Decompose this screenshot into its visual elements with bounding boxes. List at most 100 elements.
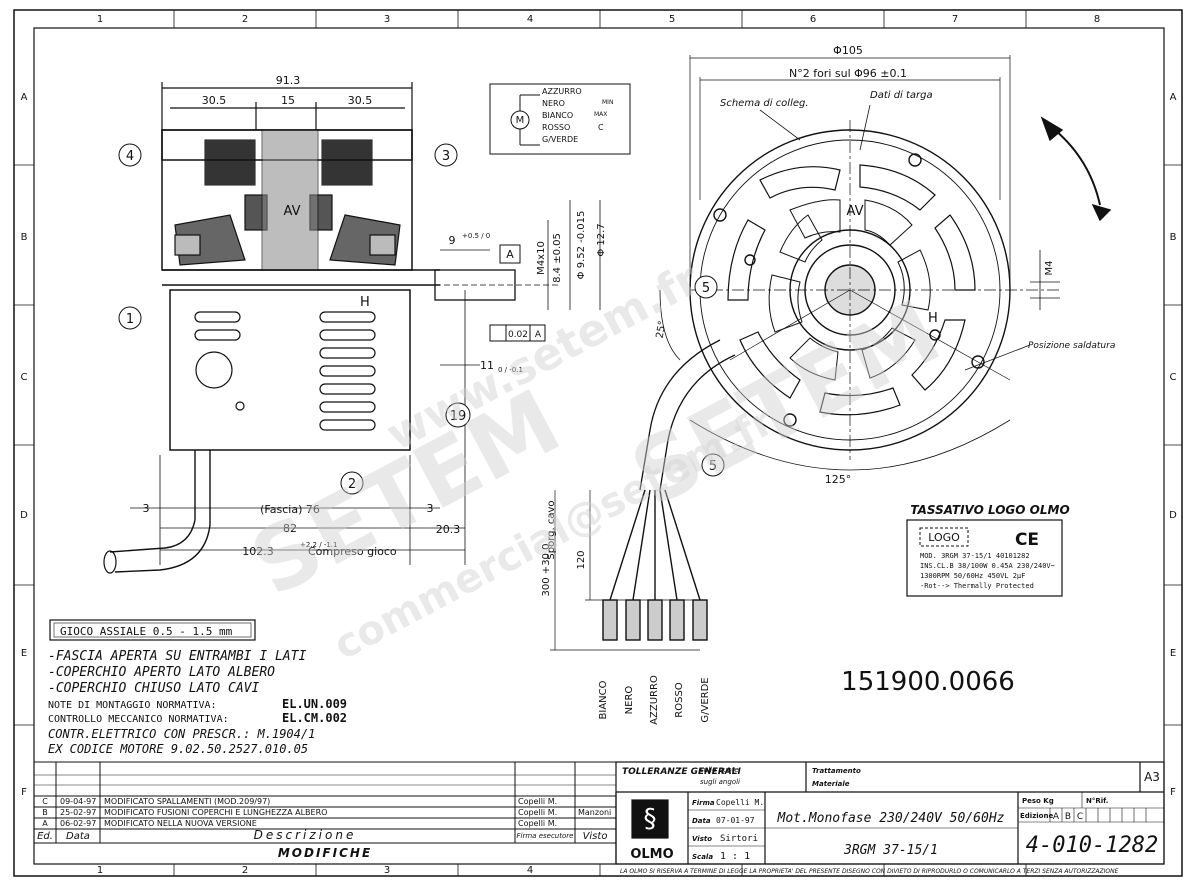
callout-3-label: 3 (442, 149, 450, 164)
grid-col-6: 6 (810, 14, 816, 25)
grid-col-2: 2 (242, 14, 248, 25)
dim-9: 9 (449, 234, 456, 247)
side-view-dimensions: 91.3 30.5 15 30.5 AV H (Fascia) 76 82 3 … (143, 74, 608, 558)
part-number: 151900.0066 (841, 667, 1015, 697)
tb-firma-label: Firma (692, 799, 715, 807)
logo-box: TASSATIVO LOGO OLMO LOGO CE MOD. 3RGM 37… (906, 503, 1070, 597)
label-schema: Schema di colleg. (720, 98, 809, 109)
rev-header-modifiche: MODIFICHE (278, 846, 372, 860)
tb-ed-c: C (1077, 812, 1083, 822)
dim-9-52: Φ 9.52 -0.015 (576, 211, 587, 280)
tb-visto: Sirtori (720, 834, 758, 844)
tb-scala: 1 : 1 (720, 851, 750, 862)
tb-data: 07-01-97 (716, 816, 755, 825)
rev-c-desc: MODIFICATO SPALLAMENTI (MOD.209/97) (104, 797, 270, 806)
dim-102: 102.3 (242, 545, 274, 558)
callout-4 (118, 143, 142, 167)
logo-box-line3: 1300RPM 50/60Hz 450VL 2µF (920, 572, 1025, 580)
grid-col-3-bottom: 3 (384, 865, 390, 876)
grid-col-4-bottom: 4 (527, 865, 533, 876)
rev-header-visto: Visto (583, 831, 608, 842)
rev-header-ed: Ed. (37, 831, 53, 842)
callout-19 (445, 402, 471, 428)
tb-trattamento: Trattamento (812, 767, 861, 775)
tb-model: 3RGM 37-15/1 (843, 843, 938, 858)
dim-left: 30.5 (202, 94, 227, 107)
label-dati: Dati di targa (870, 90, 933, 101)
tb-drawing-no: 4-010-1282 (1026, 833, 1158, 858)
dim-3-left: 3 (143, 502, 150, 515)
grid-row-c-left: C (21, 372, 28, 383)
dim-120: 120 (576, 550, 587, 569)
rev-b-ed: B (42, 808, 48, 817)
note-montaggio-label: NOTE DI MONTAGGIO NORMATIVA: (48, 700, 217, 711)
wire-legend-max: MAX (594, 111, 607, 118)
dim-sporg: Sporg. cavo (546, 500, 557, 559)
dim-105: Φ105 (833, 44, 863, 57)
logo-box-line4: -Rot--> Thermally Protected (920, 582, 1034, 590)
grid-col-1: 1 (97, 14, 103, 25)
note-montaggio-val: EL.UN.009 (282, 697, 347, 711)
side-view-callouts: 4 3 1 2 19 (118, 143, 471, 495)
side-view (103, 82, 601, 574)
note-controllo-val: EL.CM.002 (282, 711, 347, 725)
grid-rows: A B C D E F A B C D E F (20, 92, 1177, 798)
tb-firma: Copelli M. (716, 798, 764, 807)
front-view-labels: Φ105 N°2 fori sul Φ96 ±0.1 Schema di col… (541, 44, 1115, 596)
wire-label-4: ROSSO (674, 682, 685, 718)
callout-1 (118, 306, 142, 330)
wire-legend-text: M AZZURRO NERO BIANCO ROSSO G/VERDE MIN … (516, 87, 614, 144)
rev-header-descrizione: Descrizione (254, 828, 357, 842)
wire-legend-row-3: BIANCO (542, 111, 573, 120)
rev-b-visto: Manzoni (578, 808, 611, 817)
rev-a-firma: Copelli M. (518, 819, 557, 828)
flatness-value: 0.02 (508, 330, 528, 340)
wire-legend-row-1: AZZURRO (542, 87, 582, 96)
tb-peso: Peso Kg (1022, 797, 1054, 805)
grid-row-e-left: E (21, 648, 27, 659)
note-ex: EX CODICE MOTORE 9.02.50.2527.010.05 (48, 742, 308, 756)
tb-tolleranze: TOLLERANZE GENERALI (622, 767, 741, 777)
tb-data-label: Data (692, 817, 711, 825)
grid-row-d-left: D (20, 510, 28, 521)
tb-ed-a: A (1053, 812, 1060, 822)
wire-legend-row-4: ROSSO (542, 123, 570, 132)
grid-row-a-right: A (1170, 92, 1177, 103)
rev-c-date: 09-04-97 (60, 797, 96, 806)
logo-box-line1: MOD. 3RGM 37-15/1 40101282 (920, 552, 1030, 560)
gioco-box (49, 619, 256, 641)
grid-row-b-left: B (21, 232, 28, 243)
dim-102-note: Compreso gioco (308, 545, 397, 558)
callout-2 (340, 471, 364, 495)
dim-middle: 15 (281, 94, 295, 107)
dim-102-tol: +2.2 / -1.1 (300, 541, 337, 549)
title-block (615, 761, 1165, 865)
tb-edizione: Edizione (1020, 812, 1053, 820)
callout-5-bottom-label: 5 (709, 459, 717, 474)
grid-columns-top: 1 2 3 4 5 6 7 8 (97, 14, 1100, 25)
note-coperchio1: -COPERCHIO APERTO LATO ALBERO (48, 665, 275, 680)
grid-col-5: 5 (669, 14, 675, 25)
wire-legend-m: M (516, 115, 525, 126)
label-av-front: AV (847, 204, 864, 219)
rev-b-firma: Copelli M. (518, 808, 557, 817)
tb-sugli-angoli: sugli angoli (700, 778, 740, 786)
note-controllo-label: CONTROLLO MECCANICO NORMATIVA: (48, 714, 229, 725)
callout-1-label: 1 (126, 312, 134, 327)
grid-row-e-right: E (1170, 648, 1176, 659)
callout-4-label: 4 (126, 149, 134, 164)
wire-legend-c: C (598, 123, 604, 132)
footer-notice: LA OLMO SI RISERVA A TERMINE DI LEGGE LA… (620, 868, 1119, 875)
rev-a-ed: A (42, 819, 48, 828)
datum-a: A (506, 248, 514, 261)
callout-5-top (694, 275, 718, 299)
dim-fascia: (Fascia) 76 (260, 503, 320, 516)
flatness-datum: A (535, 330, 542, 340)
logo-box-title: TASSATIVO LOGO OLMO (910, 503, 1069, 517)
wire-legend-min: MIN (602, 99, 613, 106)
callout-3 (434, 143, 458, 167)
logo-box-line2: INS.CL.B 38/100W 0.45A 230/240V~ (920, 562, 1055, 570)
dim-m4: M4 (1044, 261, 1055, 276)
wire-legend-row-2: NERO (542, 99, 565, 108)
